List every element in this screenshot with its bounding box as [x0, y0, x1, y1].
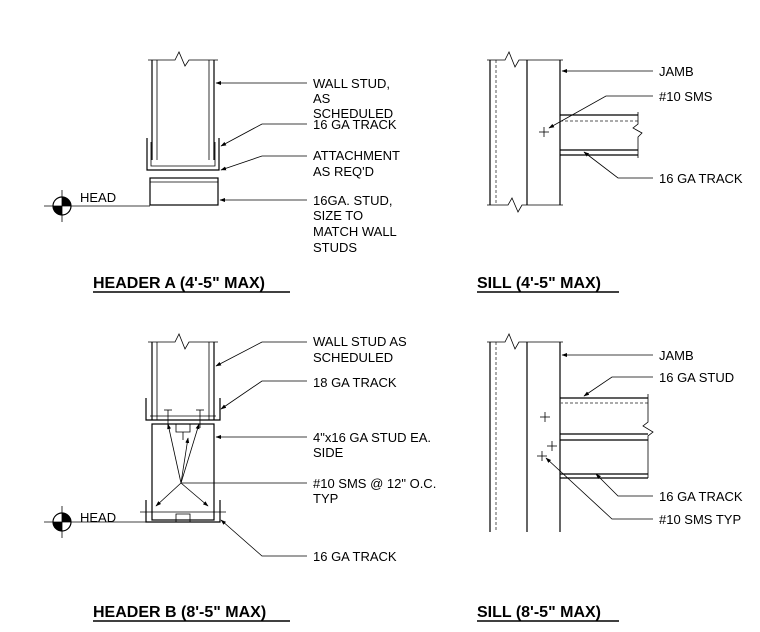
label-b-bottom-track: 16 GA TRACK [313, 549, 397, 564]
label-b-sms: #10 SMS TYP [659, 512, 741, 527]
sill-a-jamb [487, 51, 563, 213]
header-a-track [146, 138, 220, 171]
sill-b-stud [560, 394, 654, 440]
header-b-bottom-track [145, 500, 221, 523]
label-header-stud-line3: MATCH WALL [313, 224, 397, 239]
header-a-title: HEADER A (4'-5" MAX) [93, 275, 265, 292]
leader-sms [548, 95, 653, 129]
header-b-wall-stud [148, 333, 218, 420]
label-b-wall-stud-line1: WALL STUD AS [313, 334, 407, 349]
label-track: 16 GA TRACK [313, 117, 397, 132]
leader-track [220, 123, 307, 147]
sill-b-jamb [487, 333, 563, 532]
leader-b-top-track [220, 380, 307, 410]
sill-a-detail: JAMB #10 SMS 16 GA TRACK SILL (4'-5" MAX… [477, 51, 743, 293]
label-header-stud-line4: STUDS [313, 240, 357, 255]
label-attachment-line2: AS REQ'D [313, 164, 374, 179]
sill-a-stud [560, 112, 643, 158]
header-a-detail: HEAD WALL STUD, AS SCHEDULED 16 GA TRACK… [44, 51, 400, 293]
label-jamb: JAMB [659, 64, 694, 79]
sill-b-title: SILL (8'-5" MAX) [477, 604, 601, 621]
label-header-stud-line1: 16GA. STUD, [313, 193, 392, 208]
label-wall-stud-line3: SCHEDULED [313, 106, 393, 121]
label-b-sms-line1: #10 SMS @ 12" O.C. [313, 476, 436, 491]
header-a-wall-stud [148, 51, 218, 160]
label-b-stud-line1: 4"x16 GA STUD EA. [313, 430, 431, 445]
leader-sill-track [583, 151, 653, 179]
label-b-wall-stud-line2: SCHEDULED [313, 350, 393, 365]
label-b-sill-stud: 16 GA STUD [659, 370, 734, 385]
label-sms: #10 SMS [659, 89, 713, 104]
sill-b-screw-marks [537, 412, 557, 461]
header-b-head-marker: HEAD [44, 506, 146, 538]
sill-a-screw-mark [539, 127, 549, 137]
label-b-sms-line2: TYP [313, 491, 338, 506]
sill-b-detail: JAMB 16 GA STUD 16 GA TRACK #10 SMS TYP … [477, 333, 743, 622]
label-header-stud-line2: SIZE TO [313, 208, 363, 223]
label-attachment-line1: ATTACHMENT [313, 148, 400, 163]
header-b-head-label: HEAD [80, 510, 116, 525]
header-a-head-label: HEAD [80, 190, 116, 205]
label-sill-track: 16 GA TRACK [659, 171, 743, 186]
header-b-box-header [151, 423, 215, 521]
leader-b-sms [545, 457, 653, 520]
header-b-detail: HEAD WALL STUD AS SCHEDULED 18 GA TRACK … [44, 333, 436, 622]
header-a-head-marker: HEAD [44, 190, 150, 222]
header-b-sms-leaders [155, 423, 307, 507]
leader-b-sill-stud [583, 376, 653, 397]
leader-attachment [220, 155, 307, 171]
label-b-jamb: JAMB [659, 348, 694, 363]
header-b-top-track [145, 398, 221, 421]
header-b-title: HEADER B (8'-5" MAX) [93, 604, 266, 621]
label-wall-stud-line1: WALL STUD, [313, 76, 390, 91]
leader-b-bottom-track [220, 519, 307, 557]
sill-a-title: SILL (4'-5" MAX) [477, 275, 601, 292]
label-b-sill-track: 16 GA TRACK [659, 489, 743, 504]
leader-b-wall-stud [215, 341, 307, 367]
label-b-top-track: 18 GA TRACK [313, 375, 397, 390]
label-b-stud-line2: SIDE [313, 445, 344, 460]
sill-b-track [560, 439, 649, 479]
label-wall-stud-line2: AS [313, 91, 331, 106]
leader-b-sill-track [595, 473, 653, 497]
header-a-header-stud [149, 177, 219, 206]
